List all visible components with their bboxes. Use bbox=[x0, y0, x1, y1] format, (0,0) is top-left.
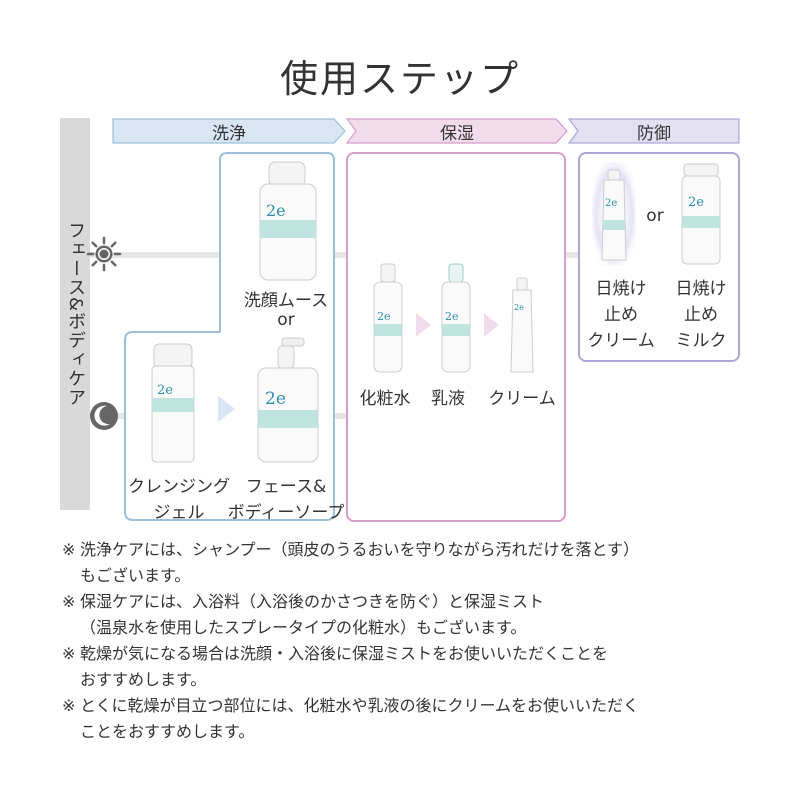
lotion-bottle-image: 2e bbox=[373, 263, 403, 373]
cream-tube-image: 2e bbox=[510, 277, 534, 373]
step-banner-moisturize: 保湿 bbox=[346, 118, 568, 144]
note-item: ※ 乾燥が気になる場合は洗顔・入浴後に保湿ミストをお使いいただくことを おすすめ… bbox=[62, 644, 609, 689]
notes-section: ※ 洗浄ケアには、シャンプー（頭皮のうるおいを守りながら汚れだけを落とす） もご… bbox=[62, 537, 752, 745]
soap-label-2: ボディーソープ bbox=[227, 503, 345, 523]
svg-text:2e: 2e bbox=[688, 195, 704, 210]
svg-text:2e: 2e bbox=[265, 389, 286, 409]
or-label-protect: or bbox=[646, 206, 664, 226]
cleansing-gel-label-2: ジェル bbox=[153, 503, 205, 523]
cleansing-gel-label-1: クレンジング bbox=[128, 477, 230, 497]
cream-label: クリーム bbox=[488, 389, 556, 409]
moon-icon bbox=[90, 402, 118, 430]
sun-cream-label-3: クリーム bbox=[587, 331, 655, 351]
soap-bottle-image: 2e bbox=[257, 337, 319, 463]
sidebar-bar bbox=[60, 118, 90, 510]
sun-cream-label-1: 日焼け bbox=[595, 279, 647, 299]
sun-milk-label-3: ミルク bbox=[675, 331, 727, 351]
svg-text:2e: 2e bbox=[605, 198, 617, 209]
arrow-icon bbox=[416, 313, 431, 337]
svg-text:2e: 2e bbox=[377, 310, 391, 323]
svg-text:2e: 2e bbox=[445, 310, 459, 323]
note-item: ※ 洗浄ケアには、シャンプー（頭皮のうるおいを守りながら汚れだけを落とす） もご… bbox=[62, 540, 640, 585]
sunscreen-milk-image: 2e bbox=[681, 163, 721, 265]
arrow-icon bbox=[218, 396, 235, 422]
step-banner-cleanse: 洗浄 bbox=[112, 118, 346, 144]
sun-milk-label-1: 日焼け bbox=[675, 279, 727, 299]
or-label-cleanse: or bbox=[277, 310, 295, 330]
sun-milk-label-2: 止め bbox=[684, 305, 718, 325]
sidebar-label: フェース&ボディケア bbox=[65, 220, 86, 408]
arrow-icon bbox=[484, 313, 499, 337]
milk-bottle-image: 2e bbox=[441, 263, 471, 373]
step-banner-protect: 防御 bbox=[568, 118, 740, 144]
svg-text:2e: 2e bbox=[266, 201, 286, 220]
sunscreen-cream-image: 2e bbox=[592, 162, 636, 266]
sun-cream-label-2: 止め bbox=[604, 305, 638, 325]
svg-text:2e: 2e bbox=[157, 383, 173, 398]
soap-label-1: フェース& bbox=[245, 477, 327, 497]
lotion-label: 化粧水 bbox=[359, 389, 411, 409]
note-item: ※ とくに乾燥が目立つ部位には、化粧水や乳液の後にクリームをお使いいただく こと… bbox=[62, 696, 640, 741]
svg-text:2e: 2e bbox=[514, 303, 524, 312]
cleansing-gel-image: 2e bbox=[151, 343, 195, 463]
note-item: ※ 保湿ケアには、入浴料（入浴後のかさつきを防ぐ）と保湿ミスト （温泉水を使用し… bbox=[62, 592, 545, 637]
mousse-label: 洗顔ムース bbox=[243, 291, 329, 311]
page-title: 使用ステップ bbox=[279, 57, 520, 101]
day-line bbox=[90, 252, 590, 258]
mousse-bottle-image: 2e bbox=[259, 161, 317, 281]
milk-label: 乳液 bbox=[431, 389, 465, 409]
sun-icon bbox=[86, 236, 122, 272]
